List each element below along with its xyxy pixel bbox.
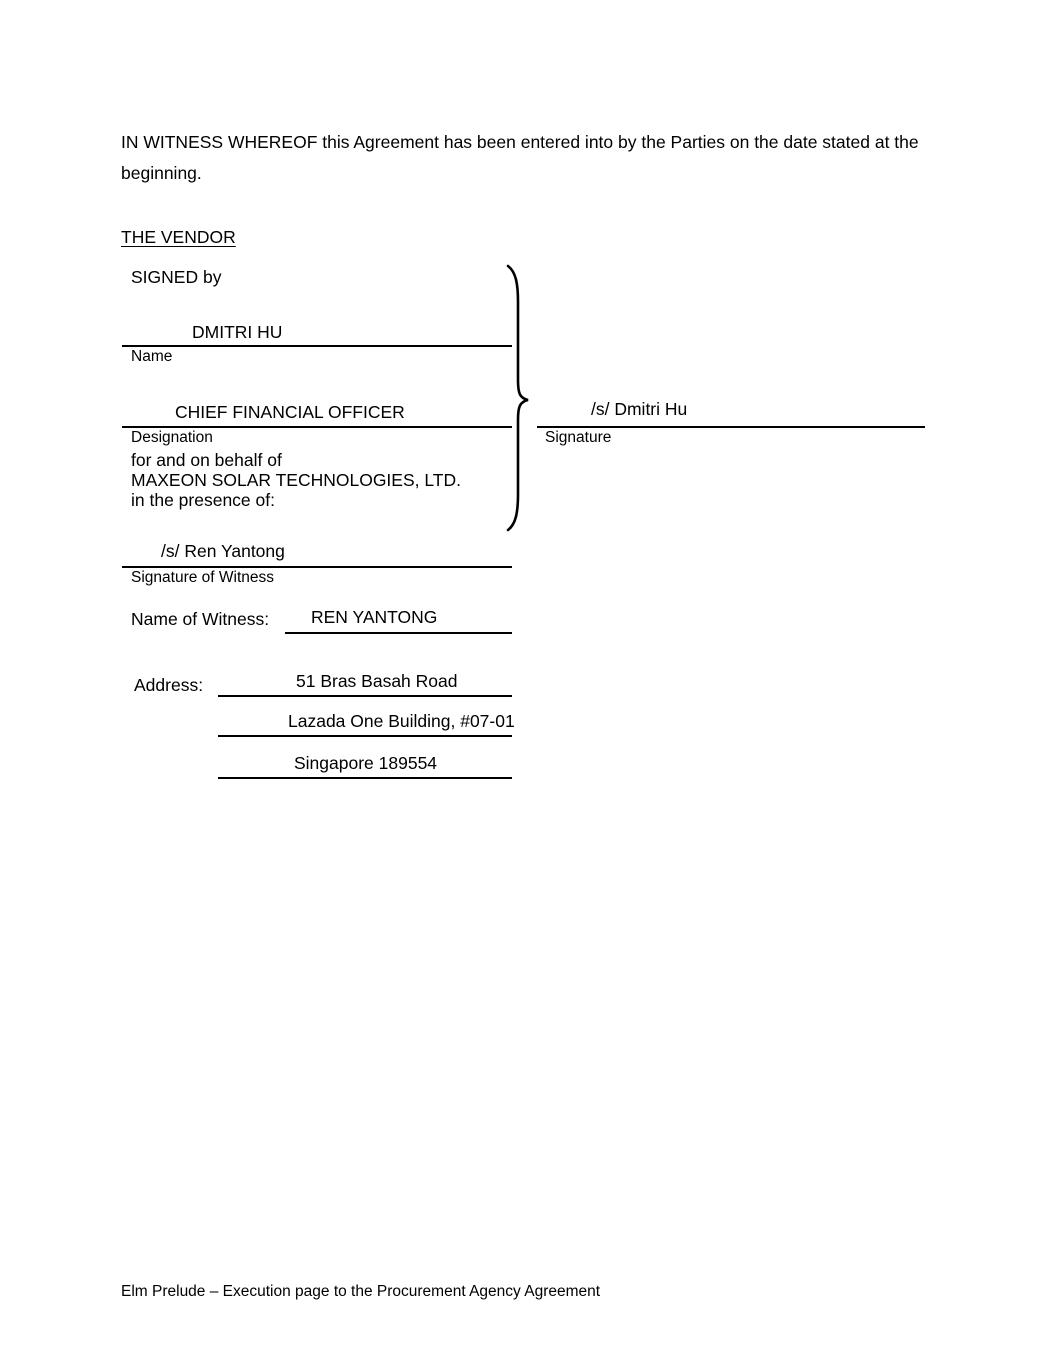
signatory-designation-value: CHIEF FINANCIAL OFFICER [175,402,405,422]
intro-paragraph: IN WITNESS WHEREOF this Agreement has be… [121,127,933,189]
witness-name-value: REN YANTONG [311,607,438,627]
witness-name-rule [285,632,512,634]
intro-paragraph-line-1: IN WITNESS WHEREOF this Agreement has be… [121,132,919,152]
signature-label: Signature [545,429,612,446]
signatory-name-value: DMITRI HU [192,322,283,342]
address-line-3-value: Singapore 189554 [294,753,438,773]
signed-by-label: SIGNED by [131,267,222,287]
signatory-designation-label: Designation [131,429,213,446]
address-line-1-value: 51 Bras Basah Road [296,671,458,691]
address-line-2-value: Lazada One Building, #07-01 [288,711,515,731]
signatory-name-rule [122,345,512,347]
intro-paragraph-line-2: beginning. [121,163,202,183]
company-name: MAXEON SOLAR TECHNOLOGIES, LTD. [131,470,461,490]
address-line-2-rule [218,735,512,737]
signature-value: /s/ Dmitri Hu [591,399,688,419]
witness-signature-rule [122,566,512,568]
witness-name-label: Name of Witness: [131,609,270,629]
address-line-3-rule [218,777,512,779]
address-line-1-rule [218,695,512,697]
page-footer: Elm Prelude – Execution page to the Proc… [121,1283,601,1300]
in-the-presence-of-label: in the presence of: [131,490,275,510]
signatory-name-label: Name [131,348,173,365]
witness-signature-value: /s/ Ren Yantong [161,541,285,561]
signature-rule [537,426,925,428]
witness-signature-label: Signature of Witness [131,569,275,586]
signatory-designation-rule [122,426,512,428]
for-and-on-behalf-of-label: for and on behalf of [131,450,282,470]
address-label: Address: [134,675,204,695]
vendor-heading: THE VENDOR [121,227,236,247]
curly-brace-bracket [500,262,534,534]
